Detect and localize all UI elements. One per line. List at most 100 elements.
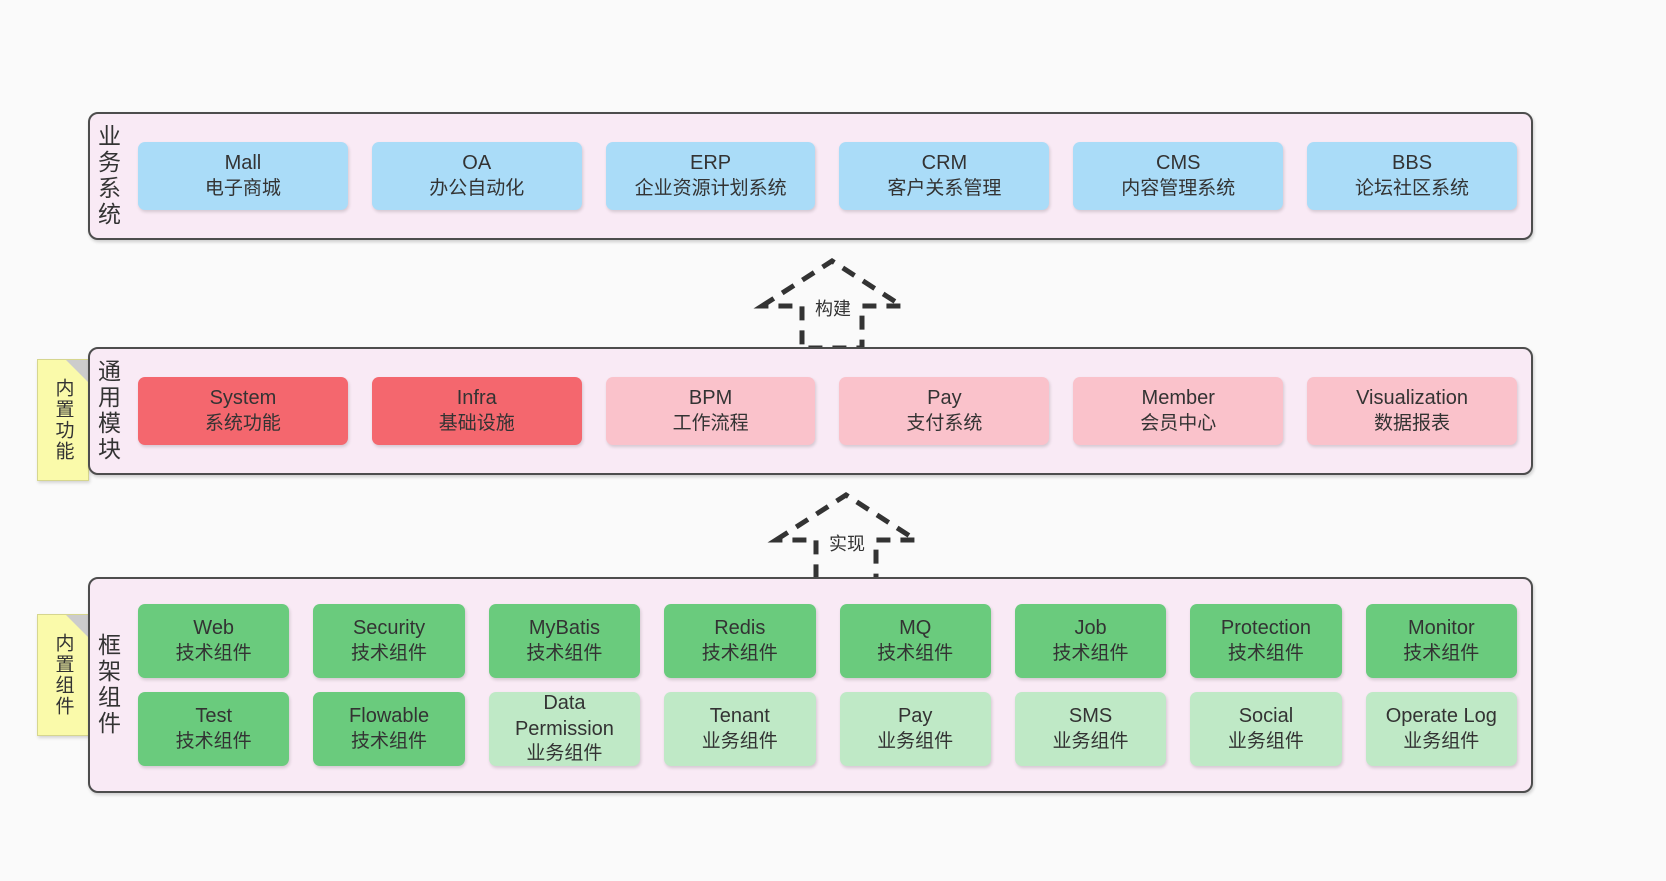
- card-system[interactable]: System 系统功能: [138, 377, 348, 445]
- card-subtitle: 办公自动化: [429, 177, 525, 199]
- layer-business-system-title: 业务系统: [94, 124, 121, 228]
- note-fold-corner-icon: [66, 360, 88, 382]
- card-title: Infra: [456, 387, 497, 410]
- card-subtitle: 数据报表: [1374, 412, 1451, 434]
- note-builtin-function: 内置功能: [37, 359, 89, 481]
- card-title: Mall: [224, 152, 262, 175]
- card-title: ERP: [690, 152, 732, 175]
- card-subtitle: 技术组件: [351, 730, 428, 752]
- card-row: Mall 电子商城 OA 办公自动化 ERP 企业资源计划系统 CRM 客户关系…: [138, 142, 1517, 210]
- card-title: BBS: [1392, 152, 1433, 175]
- card-title: MyBatis: [528, 617, 600, 640]
- card-subtitle: 技术组件: [526, 642, 603, 664]
- card-subtitle: 技术组件: [1403, 642, 1480, 664]
- card-subtitle: 业务组件: [701, 730, 778, 752]
- card-title: OA: [462, 152, 492, 175]
- card-title: Visualization: [1356, 387, 1469, 410]
- card-row: Web 技术组件 Security 技术组件 MyBatis 技术组件 Redi…: [138, 604, 1517, 678]
- card-subtitle: 技术组件: [877, 642, 954, 664]
- card-test[interactable]: Test 技术组件: [138, 692, 290, 766]
- card-data-permission[interactable]: Data Permission 业务组件: [488, 692, 641, 766]
- card-subtitle: 电子商城: [204, 177, 281, 199]
- card-title: Monitor: [1407, 617, 1475, 640]
- note-label: 内置功能: [52, 378, 74, 462]
- card-visualization[interactable]: Visualization 数据报表: [1307, 377, 1517, 445]
- card-crm[interactable]: CRM 客户关系管理: [839, 142, 1050, 210]
- card-title: CRM: [921, 152, 968, 175]
- card-title: Web: [193, 617, 235, 640]
- layer-common-module-body: System 系统功能 Infra 基础设施 BPM 工作流程 Pay 支付系统…: [124, 349, 1531, 473]
- card-subtitle: 系统功能: [204, 412, 281, 434]
- card-protection[interactable]: Protection 技术组件: [1190, 604, 1342, 678]
- card-mq[interactable]: MQ 技术组件: [839, 604, 991, 678]
- card-erp[interactable]: ERP 企业资源计划系统: [605, 142, 816, 210]
- card-title: System: [209, 387, 277, 410]
- card-mall[interactable]: Mall 电子商城: [138, 142, 348, 210]
- card-flowable[interactable]: Flowable 技术组件: [313, 692, 465, 766]
- card-pay-component[interactable]: Pay 业务组件: [839, 692, 991, 766]
- card-title: BPM: [688, 387, 733, 410]
- note-fold-corner-icon: [66, 615, 88, 637]
- card-title: Job: [1074, 617, 1107, 640]
- card-operate-log[interactable]: Operate Log 业务组件: [1365, 692, 1517, 766]
- note-builtin-component: 内置组件: [37, 614, 89, 736]
- card-tenant[interactable]: Tenant 业务组件: [664, 692, 816, 766]
- card-web[interactable]: Web 技术组件: [138, 604, 290, 678]
- card-subtitle: 技术组件: [175, 642, 252, 664]
- card-title: Social: [1238, 705, 1294, 728]
- card-subtitle: 技术组件: [1052, 642, 1129, 664]
- card-title: Test: [195, 705, 233, 728]
- card-cms[interactable]: CMS 内容管理系统: [1073, 142, 1284, 210]
- card-subtitle: 业务组件: [526, 743, 603, 765]
- card-title: SMS: [1068, 705, 1113, 728]
- card-title: Member: [1141, 387, 1215, 410]
- card-title: Redis: [714, 617, 766, 640]
- note-label: 内置组件: [52, 633, 74, 717]
- arrow-build-label: 构建: [815, 299, 851, 319]
- card-title: Tenant: [709, 705, 770, 728]
- card-redis[interactable]: Redis 技术组件: [664, 604, 816, 678]
- card-row: System 系统功能 Infra 基础设施 BPM 工作流程 Pay 支付系统…: [138, 377, 1517, 445]
- card-sms[interactable]: SMS 业务组件: [1014, 692, 1167, 766]
- card-infra[interactable]: Infra 基础设施: [371, 377, 582, 445]
- card-bbs[interactable]: BBS 论坛社区系统: [1307, 142, 1517, 210]
- card-subtitle: 业务组件: [1227, 730, 1304, 752]
- card-subtitle: 业务组件: [877, 730, 954, 752]
- layer-business-system: 业务系统 Mall 电子商城 OA 办公自动化 ERP 企业资源计划系统 CRM…: [88, 112, 1533, 240]
- layer-common-module: 通用模块 System 系统功能 Infra 基础设施 BPM 工作流程 Pay…: [88, 347, 1533, 475]
- card-title: CMS: [1156, 152, 1201, 175]
- layer-framework-component: 框架组件 Web 技术组件 Security 技术组件 MyBatis 技术组件…: [88, 577, 1533, 793]
- card-subtitle: 论坛社区系统: [1355, 177, 1470, 199]
- card-subtitle: 技术组件: [351, 642, 428, 664]
- card-monitor[interactable]: Monitor 技术组件: [1365, 604, 1517, 678]
- card-title: Operate Log: [1385, 705, 1497, 728]
- card-social[interactable]: Social 业务组件: [1190, 692, 1342, 766]
- card-member[interactable]: Member 会员中心: [1073, 377, 1284, 445]
- card-title: Pay: [897, 705, 933, 728]
- card-mybatis[interactable]: MyBatis 技术组件: [488, 604, 641, 678]
- card-title: Pay: [927, 387, 962, 410]
- card-subtitle: 支付系统: [906, 412, 983, 434]
- card-subtitle: 基础设施: [438, 412, 515, 434]
- card-job[interactable]: Job 技术组件: [1014, 604, 1167, 678]
- card-bpm[interactable]: BPM 工作流程: [605, 377, 816, 445]
- card-subtitle: 会员中心: [1140, 412, 1217, 434]
- card-pay-module[interactable]: Pay 支付系统: [839, 377, 1050, 445]
- arrow-implement: 实现: [766, 490, 926, 586]
- layer-common-module-title: 通用模块: [94, 359, 121, 463]
- card-oa[interactable]: OA 办公自动化: [371, 142, 582, 210]
- layer-business-system-body: Mall 电子商城 OA 办公自动化 ERP 企业资源计划系统 CRM 客户关系…: [124, 114, 1531, 238]
- card-title: Data Permission: [514, 692, 614, 740]
- card-security[interactable]: Security 技术组件: [313, 604, 465, 678]
- card-title: Protection: [1220, 617, 1311, 640]
- dashed-hollow-arrow-up-icon: [767, 492, 925, 585]
- card-subtitle: 工作流程: [672, 412, 749, 434]
- card-subtitle: 业务组件: [1052, 730, 1129, 752]
- card-row: Test 技术组件 Flowable 技术组件 Data Permission …: [138, 692, 1517, 766]
- arrow-build: 构建: [752, 256, 912, 352]
- card-subtitle: 内容管理系统: [1121, 177, 1236, 199]
- card-title: Security: [352, 617, 426, 640]
- arrow-implement-label: 实现: [829, 534, 865, 554]
- card-subtitle: 客户关系管理: [887, 177, 1002, 199]
